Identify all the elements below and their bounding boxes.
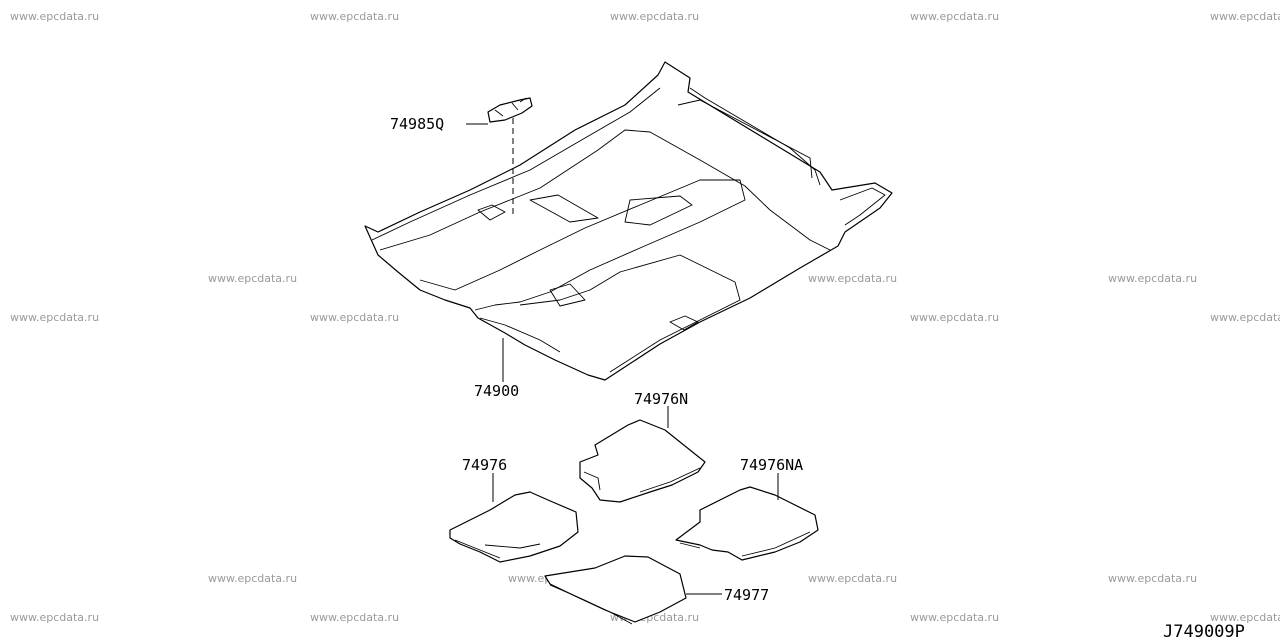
watermark: www.epcdata.ru xyxy=(310,10,400,23)
watermark: www.epcdata.ru xyxy=(910,311,1000,324)
diagram-code: J749009P xyxy=(1163,622,1245,640)
watermark: www.epcdata.ru xyxy=(1210,10,1280,23)
watermark: www.epcdata.ru xyxy=(1108,272,1198,285)
watermark: www.epcdata.ru xyxy=(10,10,100,23)
part-number-floor-carpet: 74900 xyxy=(474,382,519,400)
watermark: www.epcdata.ru xyxy=(10,311,100,324)
watermark: www.epcdata.ru xyxy=(910,10,1000,23)
part-number-mat-front-right: 74977 xyxy=(724,586,769,604)
floor-carpet-illustration[interactable] xyxy=(364,61,893,381)
mat-front-right-illustration[interactable] xyxy=(544,555,687,625)
watermark: www.epcdata.ru xyxy=(208,272,298,285)
watermark: www.epcdata.ru xyxy=(808,272,898,285)
watermark: www.epcdata.ru xyxy=(910,611,1000,624)
watermark: www.epcdata.ru xyxy=(1210,611,1280,624)
part-number-mat-rear-right: 74976NA xyxy=(740,456,803,474)
watermark: www.epcdata.ru xyxy=(808,572,898,585)
part-number-clip: 74985Q xyxy=(390,115,444,133)
watermark: www.epcdata.ru xyxy=(10,611,100,624)
mat-front-left-illustration[interactable] xyxy=(449,491,579,563)
watermark: www.epcdata.ru xyxy=(310,311,400,324)
clip-illustration[interactable] xyxy=(466,97,533,215)
mat-rear-left-illustration[interactable] xyxy=(579,419,706,503)
mat-rear-right-illustration[interactable] xyxy=(675,486,819,561)
leader-lines xyxy=(492,338,779,595)
watermark: www.epcdata.ru xyxy=(208,572,298,585)
watermark: www.epcdata.ru xyxy=(310,611,400,624)
watermark: www.epcdata.ru xyxy=(1210,311,1280,324)
part-number-mat-front-left: 74976 xyxy=(462,456,507,474)
watermark: www.epcdata.ru xyxy=(610,10,700,23)
part-number-mat-rear-left: 74976N xyxy=(634,390,688,408)
watermark: www.epcdata.ru xyxy=(1108,572,1198,585)
